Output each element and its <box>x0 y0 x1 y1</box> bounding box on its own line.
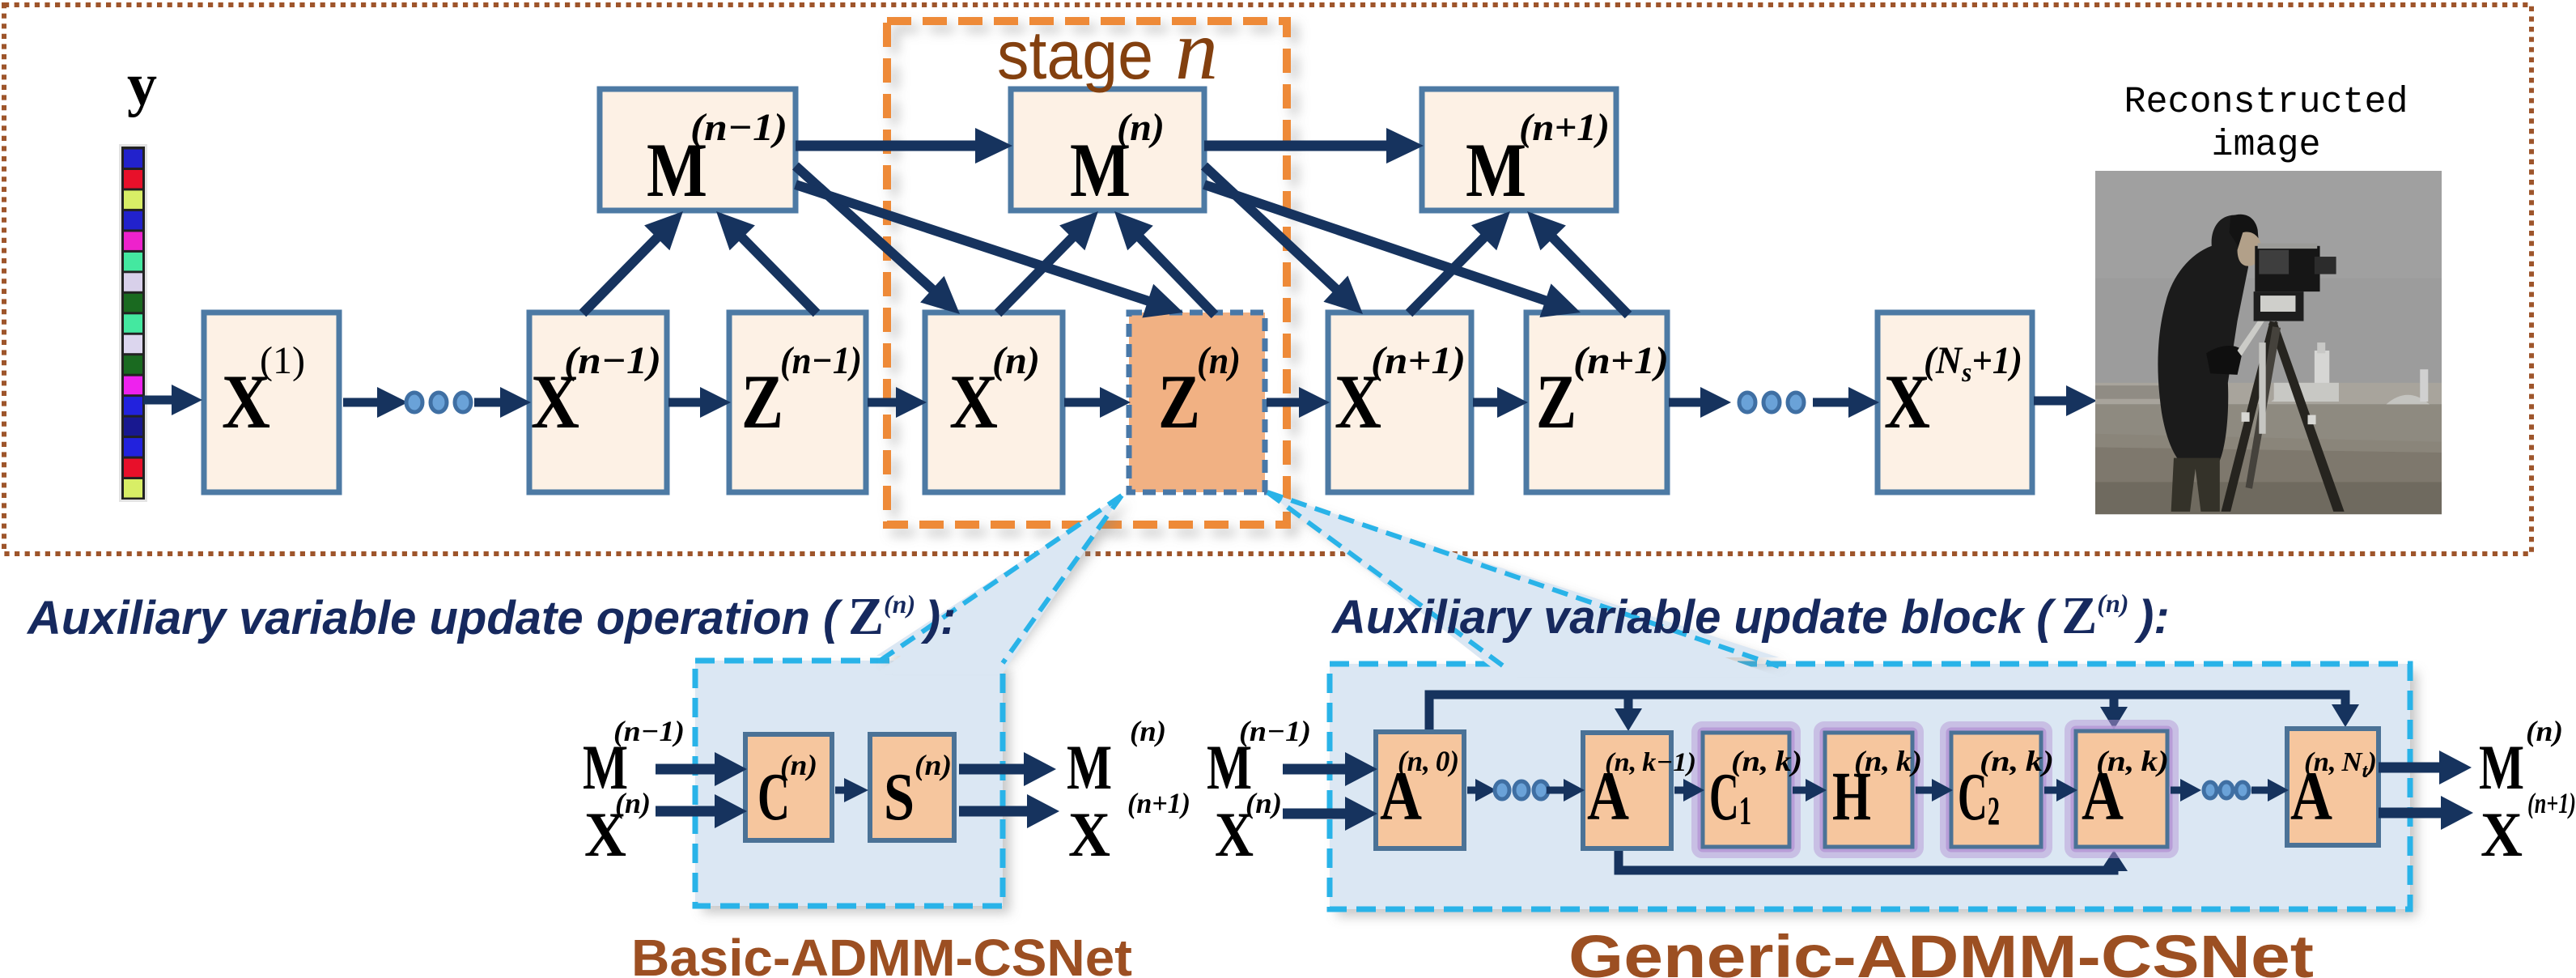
svg-text:(n−1): (n−1) <box>564 339 661 382</box>
svg-text:(Ns+1): (Ns+1) <box>1924 339 2022 388</box>
svg-text:(n, k): (n, k) <box>2096 745 2169 777</box>
svg-text:(n, k−1): (n, k−1) <box>1605 748 1696 777</box>
svg-text:stage: stage <box>997 17 1153 93</box>
svg-text:(n+1): (n+1) <box>1519 106 1610 149</box>
svg-text:(1): (1) <box>260 339 305 382</box>
svg-text:(n+1): (n+1) <box>2527 787 2576 819</box>
svg-text:(n): (n) <box>1197 339 1241 382</box>
svg-text:X: X <box>1884 359 1930 444</box>
svg-text:Reconstructed: Reconstructed <box>2124 82 2408 123</box>
svg-text:(n): (n) <box>615 787 651 819</box>
svg-text:(n−1): (n−1) <box>613 715 685 747</box>
svg-text:A: A <box>2082 757 2124 835</box>
svg-text:Generic-ADMM-CSNet: Generic-ADMM-CSNet <box>1568 923 2314 978</box>
svg-text:M: M <box>583 732 628 802</box>
svg-text:(n, k): (n, k) <box>1980 745 2054 777</box>
svg-text:Auxiliary variable update bloc: Auxiliary variable update block ( Z(n) )… <box>1330 586 2170 645</box>
svg-text:(n−1): (n−1) <box>1239 715 1311 747</box>
svg-text:(n): (n) <box>992 339 1040 382</box>
svg-text:(n+1): (n+1) <box>1573 339 1669 382</box>
svg-text:M: M <box>1207 732 1252 802</box>
svg-text:Z: Z <box>1158 359 1200 444</box>
svg-text:Auxiliary variable update oper: Auxiliary variable update operation ( Z(… <box>26 587 956 646</box>
svg-text:(n): (n) <box>1130 715 1166 747</box>
svg-text:X: X <box>531 359 579 444</box>
svg-text:A: A <box>2290 757 2332 835</box>
svg-text:X: X <box>584 799 626 870</box>
svg-text:X: X <box>1068 799 1110 870</box>
svg-text:Z: Z <box>1536 359 1577 444</box>
svg-text:(n−1): (n−1) <box>780 339 862 382</box>
svg-text:y: y <box>127 52 157 118</box>
svg-text:Basic-ADMM-CSNet: Basic-ADMM-CSNet <box>631 929 1132 978</box>
svg-text:X: X <box>1215 799 1254 870</box>
svg-text:M: M <box>647 127 707 213</box>
svg-text:M: M <box>1070 127 1131 213</box>
svg-text:H: H <box>1832 757 1871 835</box>
svg-text:A: A <box>1380 757 1422 835</box>
svg-text:(n): (n) <box>1117 106 1165 149</box>
svg-text:X: X <box>949 359 998 444</box>
svg-text:X: X <box>2481 799 2523 870</box>
svg-text:(n, 0): (n, 0) <box>1398 745 1459 777</box>
svg-text:M: M <box>1466 127 1526 213</box>
svg-text:(n): (n) <box>915 749 952 781</box>
svg-text:(n+1): (n+1) <box>1127 787 1190 819</box>
svg-text:image: image <box>2211 125 2320 166</box>
svg-text:(n−1): (n−1) <box>690 106 787 149</box>
svg-text:A: A <box>1587 757 1629 835</box>
svg-text:(n): (n) <box>1246 787 1282 819</box>
svg-text:n: n <box>1175 2 1218 97</box>
svg-text:X: X <box>222 359 270 444</box>
svg-text:M: M <box>2479 732 2524 802</box>
svg-text:(n): (n) <box>2526 715 2563 747</box>
svg-text:C: C <box>758 759 790 835</box>
svg-text:Z: Z <box>741 359 783 444</box>
svg-text:(n, k): (n, k) <box>1854 745 1922 777</box>
svg-text:M: M <box>1067 732 1112 802</box>
svg-text:(n+1): (n+1) <box>1371 339 1466 382</box>
svg-text:(n): (n) <box>780 749 817 781</box>
svg-text:S: S <box>884 759 915 835</box>
svg-text:(n, k): (n, k) <box>1731 745 1802 777</box>
svg-text:X: X <box>1335 359 1381 444</box>
